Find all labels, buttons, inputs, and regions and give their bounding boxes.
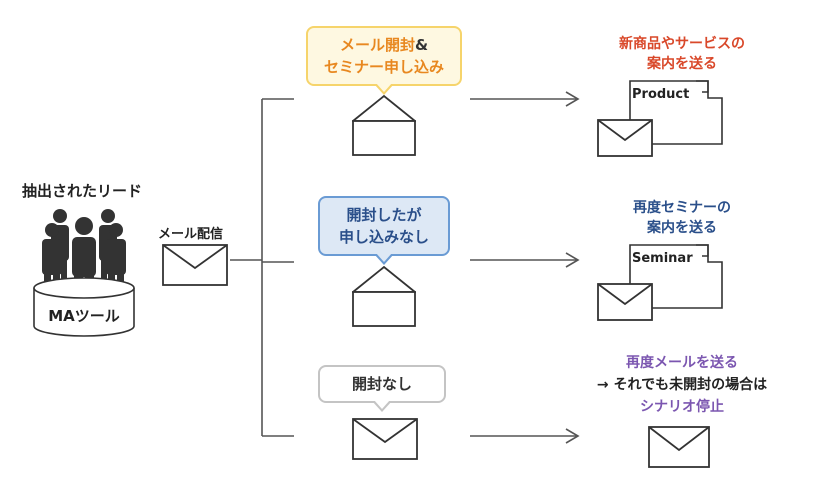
product-document-icon — [597, 80, 723, 157]
branch2-result-line2: 案内を送る — [647, 220, 717, 236]
branch3-result: 再度メールを送る → それでも未開封の場合は シナリオ停止 — [572, 352, 792, 418]
branch2-result: 再度セミナーの 案内を送る — [592, 198, 772, 238]
envelope-icon — [352, 418, 418, 460]
branch2-bubble-line1: 開封したが — [346, 206, 422, 224]
branch3-bubble: 開封なし — [318, 365, 446, 412]
branch3-bubble-line1: 開封なし — [351, 375, 412, 393]
branch1-result-line1: 新商品やサービスの — [619, 36, 745, 52]
people-database-icon — [33, 209, 135, 337]
branch1-bubble-line1: メール開封 — [339, 36, 415, 54]
branch1-bubble: メール開封& セミナー申し込み — [306, 26, 462, 95]
branch3-result-line3: シナリオ停止 — [640, 399, 724, 415]
seminar-document-icon — [597, 244, 723, 321]
branch3-result-line1: 再度メールを送る — [626, 355, 738, 371]
branch2-bubble: 開封したが 申し込みなし — [318, 196, 450, 265]
mail-send-label: メール配信 — [158, 227, 224, 242]
branch1-bubble-amp: & — [414, 36, 429, 54]
seminar-doc-label: Seminar — [632, 251, 693, 266]
branch1-result: 新商品やサービスの 案内を送る — [592, 34, 772, 74]
branch1-bubble-line2: セミナー申し込み — [323, 58, 444, 76]
leads-title: 抽出されたリード — [22, 182, 143, 200]
branch1-result-line2: 案内を送る — [647, 56, 717, 72]
ma-tool-label: MAツール — [48, 307, 120, 325]
product-doc-label: Product — [632, 87, 690, 102]
branch2-bubble-line2: 申し込みなし — [338, 228, 429, 246]
open-envelope-icon — [352, 95, 416, 156]
branch3-result-line2: → それでも未開封の場合は — [596, 377, 768, 393]
envelope-icon — [162, 244, 228, 286]
branch2-result-line1: 再度セミナーの — [633, 200, 731, 216]
envelope-icon — [648, 426, 710, 468]
open-envelope-icon — [352, 266, 416, 327]
